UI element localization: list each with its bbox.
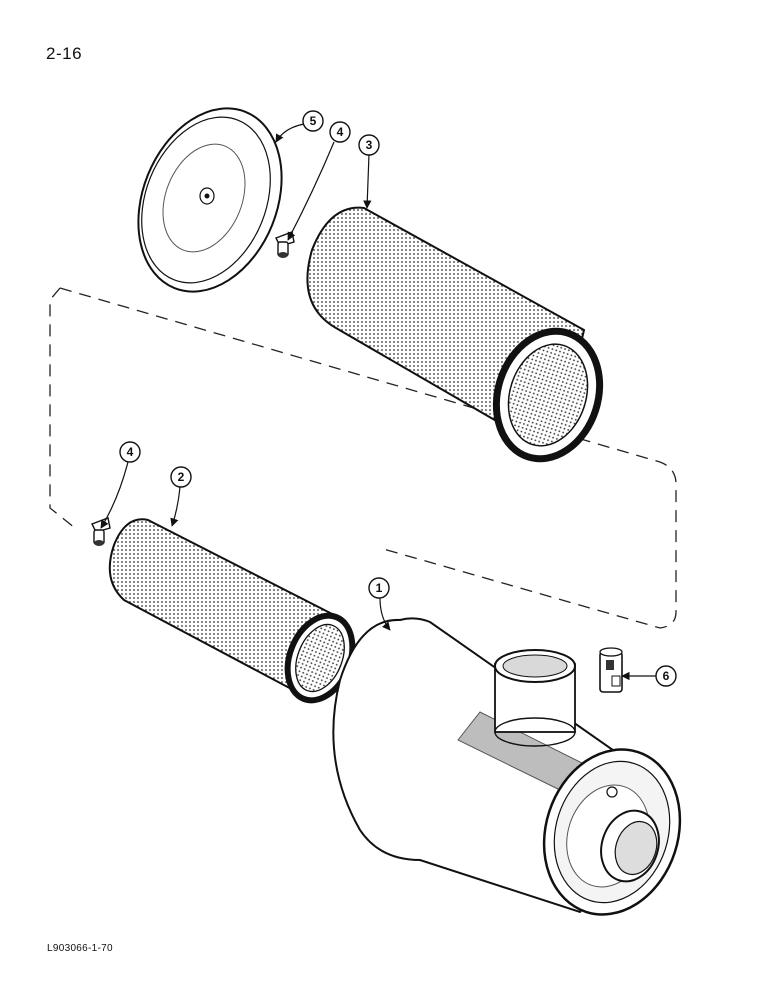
callout-label: 1 <box>376 581 383 595</box>
cover <box>137 107 283 293</box>
callout-label: 2 <box>178 470 185 484</box>
callout-label: 4 <box>337 125 344 139</box>
callout-4-lower: 4 <box>119 441 141 463</box>
leader-3 <box>363 153 372 209</box>
leader-1 <box>379 597 391 631</box>
wing-nut-lower <box>91 517 111 546</box>
wing-nut-upper <box>275 231 295 258</box>
restriction-indicator <box>599 647 623 693</box>
callout-label: 6 <box>663 669 670 683</box>
outer-filter-element <box>306 206 604 463</box>
callout-5: 5 <box>302 110 324 132</box>
page-number: 2-16 <box>46 44 83 63</box>
callout-4-upper: 4 <box>329 121 351 143</box>
callout-6: 6 <box>655 665 677 687</box>
callout-label: 4 <box>127 445 134 459</box>
figure-code: L903066-1-70 <box>47 943 113 954</box>
leader-5 <box>275 123 305 143</box>
callout-3: 3 <box>358 134 380 156</box>
leader-4-lower <box>100 461 129 529</box>
assembly-dashed-outline <box>49 287 677 629</box>
inner-safety-element <box>108 518 356 704</box>
callout-2: 2 <box>170 466 192 488</box>
air-cleaner-housing <box>332 617 682 916</box>
leader-4-upper <box>287 141 335 241</box>
callout-label: 5 <box>310 114 317 128</box>
callout-1: 1 <box>368 577 390 599</box>
leader-2 <box>170 486 181 527</box>
callout-label: 3 <box>366 138 373 152</box>
